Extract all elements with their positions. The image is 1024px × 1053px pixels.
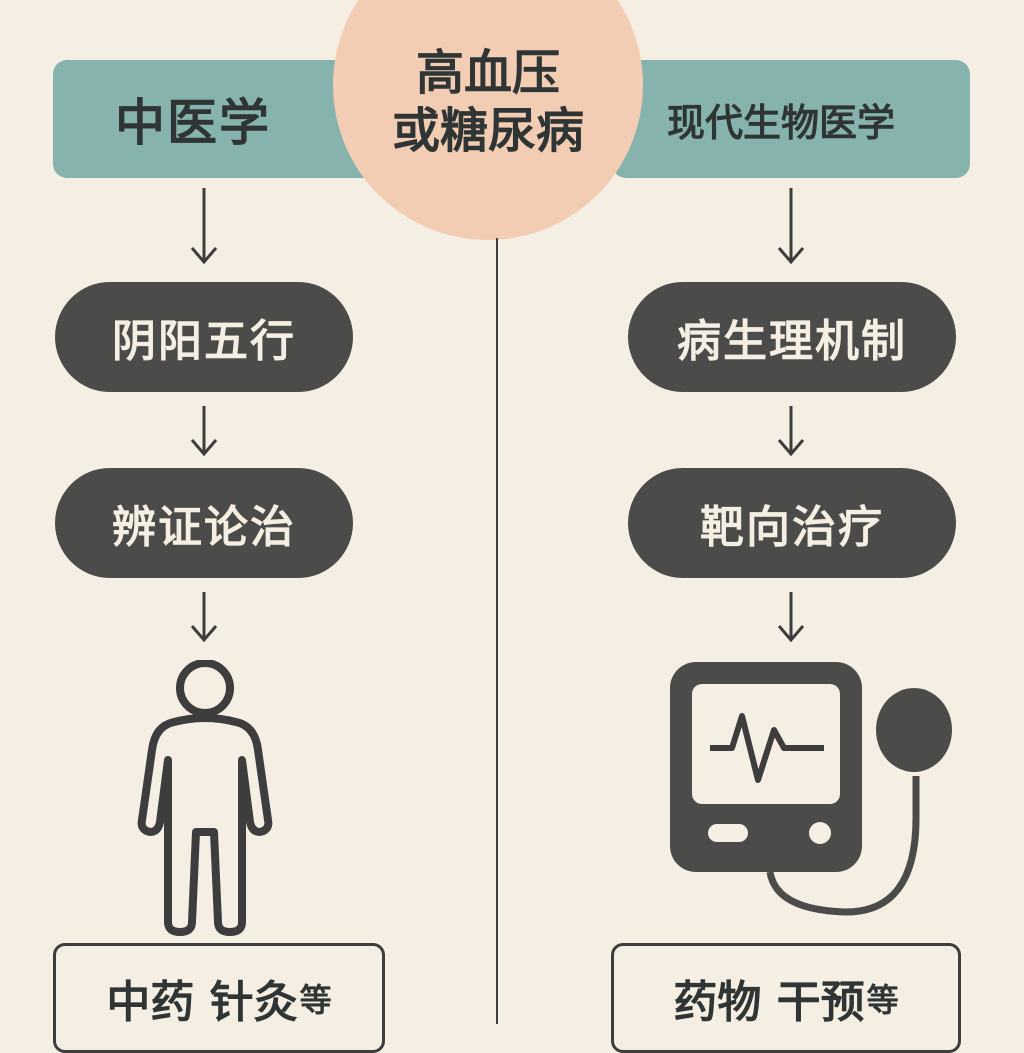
center-topic-line2: 或糖尿病 [391, 103, 584, 159]
arrow-down-icon [190, 188, 218, 265]
left-result-box: 中药 针灸 等 [53, 943, 385, 1053]
blood-pressure-monitor-icon [670, 662, 952, 916]
right-result-box: 药物 干预 等 [611, 943, 961, 1053]
arrow-down-icon [190, 592, 218, 643]
arrow-down-icon [777, 406, 805, 457]
left-step-1-label: 阴阳五行 [112, 316, 296, 367]
left-step-2-label: 辨证论治 [112, 502, 296, 553]
left-step-1: 阴阳五行 [55, 282, 353, 392]
arrow-down-icon [190, 406, 218, 457]
arrow-down-icon [777, 188, 805, 265]
right-step-1: 病生理机制 [628, 282, 956, 392]
right-step-2: 靶向治疗 [628, 468, 956, 578]
center-topic-line1: 高血压 [415, 45, 560, 101]
right-result-suffix: 等 [866, 981, 899, 1019]
left-heading: 中医学 [115, 94, 271, 152]
left-step-2: 辨证论治 [55, 468, 353, 578]
right-heading: 现代生物医学 [667, 100, 896, 145]
right-heading-banner: 现代生物医学 [612, 60, 970, 178]
left-heading-banner: 中医学 [53, 60, 383, 178]
right-step-1-label: 病生理机制 [677, 316, 907, 367]
arrow-down-icon [777, 592, 805, 643]
human-figure-icon [137, 660, 273, 936]
right-result-main: 药物 干预 [673, 977, 865, 1028]
right-step-2-label: 靶向治疗 [700, 502, 884, 553]
left-result-suffix: 等 [299, 981, 332, 1019]
left-result-main: 中药 针灸 [106, 977, 298, 1028]
center-divider [496, 238, 498, 1024]
center-topic-circle: 高血压 或糖尿病 [333, 0, 643, 240]
